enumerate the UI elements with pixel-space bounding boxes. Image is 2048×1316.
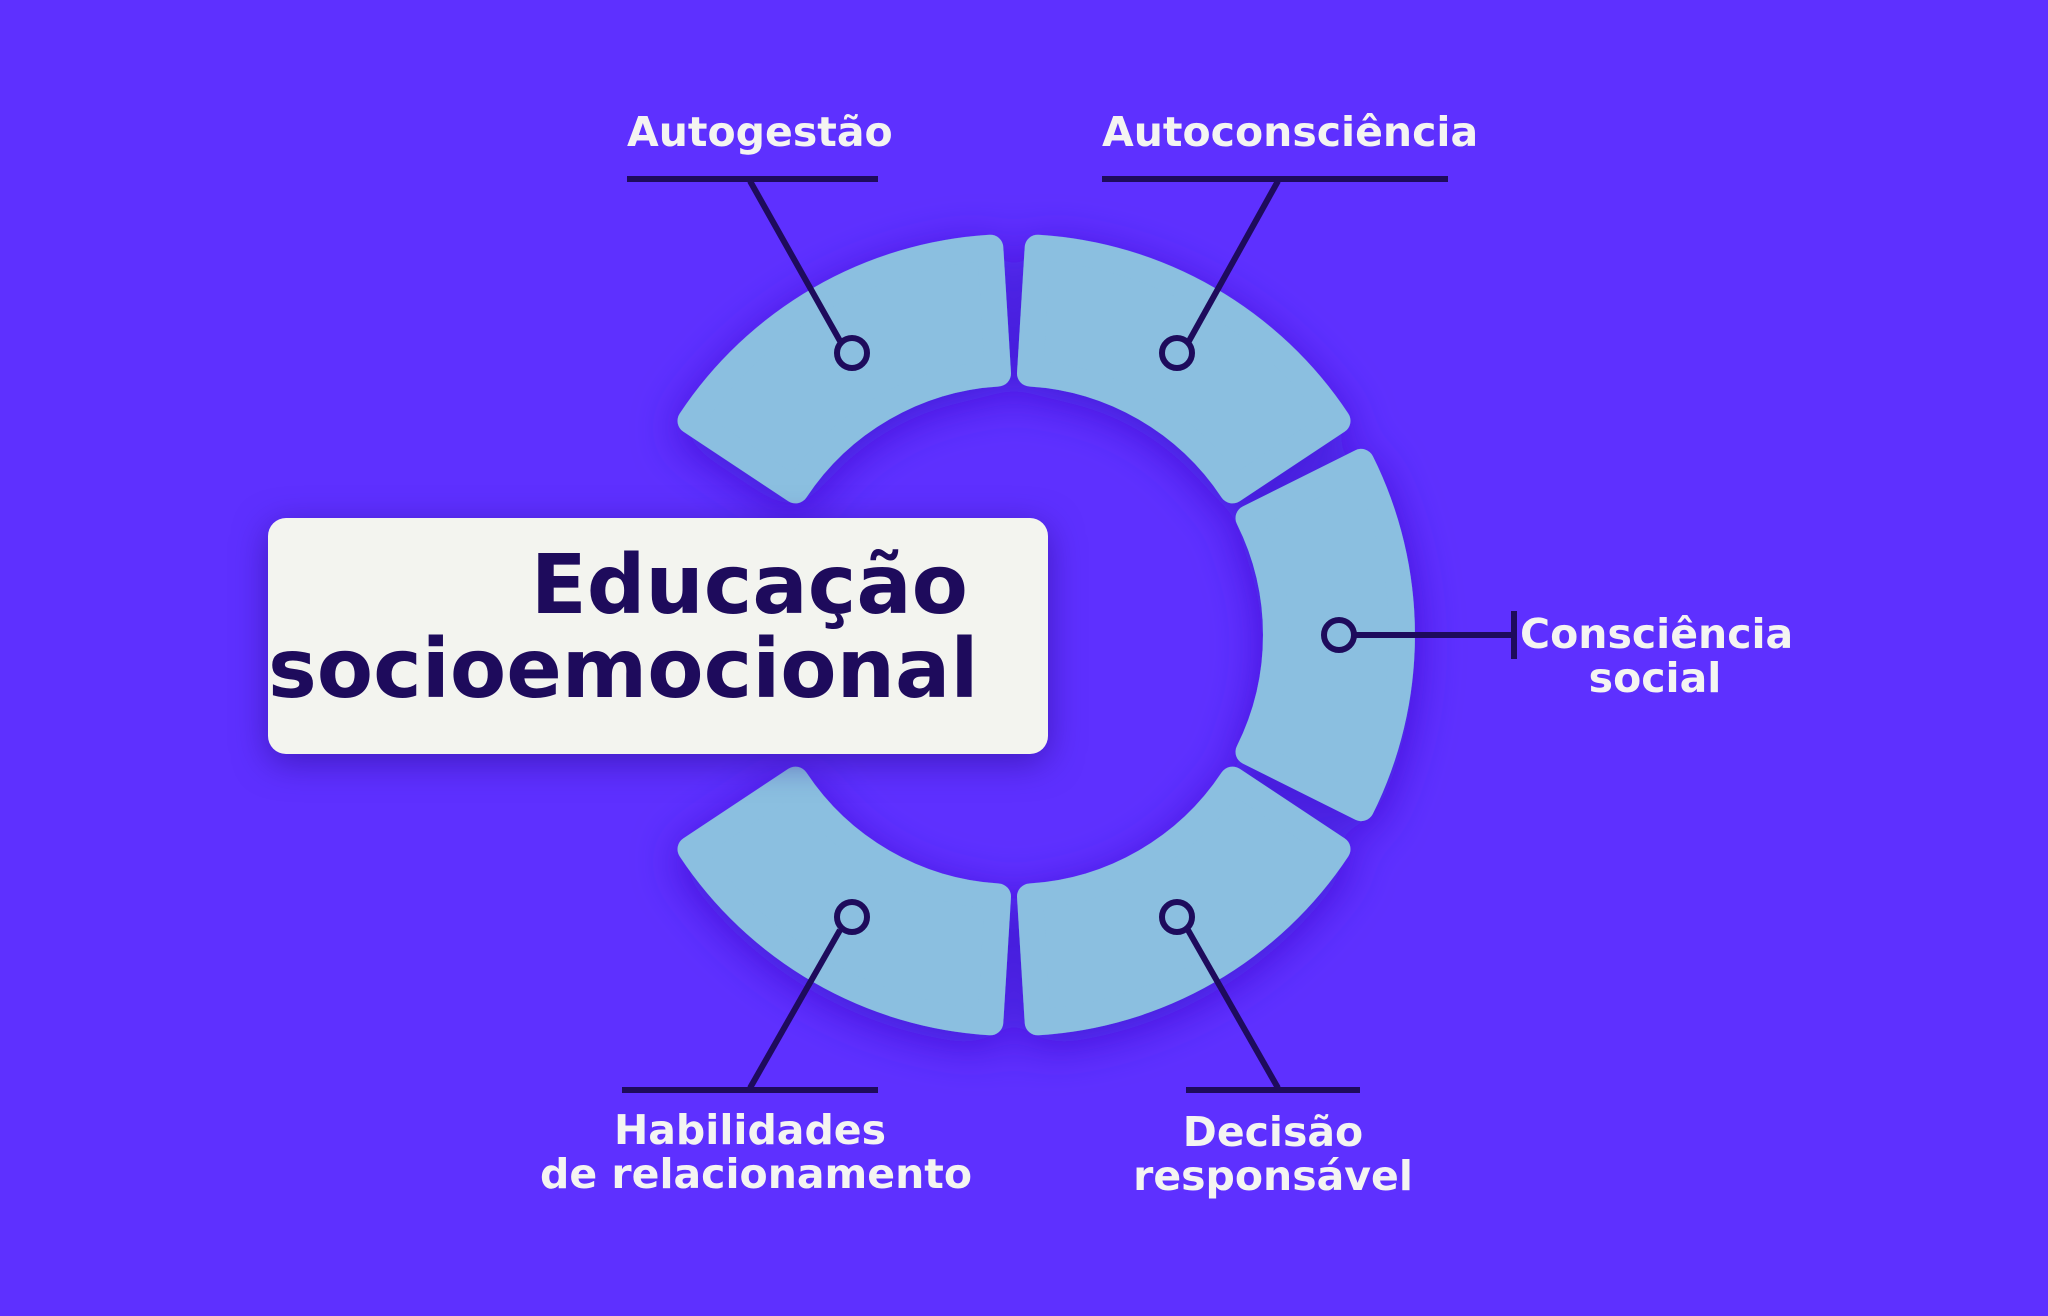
leader-line-autogestao	[747, 179, 843, 343]
title-card: Educação socioemocional	[268, 518, 1048, 754]
leader-line-decisao-responsavel	[1185, 928, 1281, 1090]
marker-consciencia-social	[1321, 617, 1357, 653]
label-habilidades-de-relacionamento: Habilidades de relacionamento	[540, 1106, 973, 1199]
title-line-1: Educação	[530, 538, 968, 633]
marker-autogestao	[834, 335, 870, 371]
marker-habilidades-de-relacionamento	[834, 899, 870, 935]
label-autogestao: Autogestão	[627, 108, 893, 156]
label-decisao-responsavel: Decisão responsável	[1133, 1108, 1413, 1201]
leader-line-autoconsciencia	[1186, 179, 1281, 343]
label-autoconsciencia: Autoconsciência	[1102, 108, 1479, 156]
title-line-2: socioemocional	[268, 622, 979, 718]
marker-autoconsciencia	[1159, 335, 1195, 371]
label-consciencia-social: Consciência social	[1520, 610, 1794, 703]
marker-decisao-responsavel	[1159, 899, 1195, 935]
leader-line-habilidades-de-relacionamento	[747, 928, 843, 1090]
